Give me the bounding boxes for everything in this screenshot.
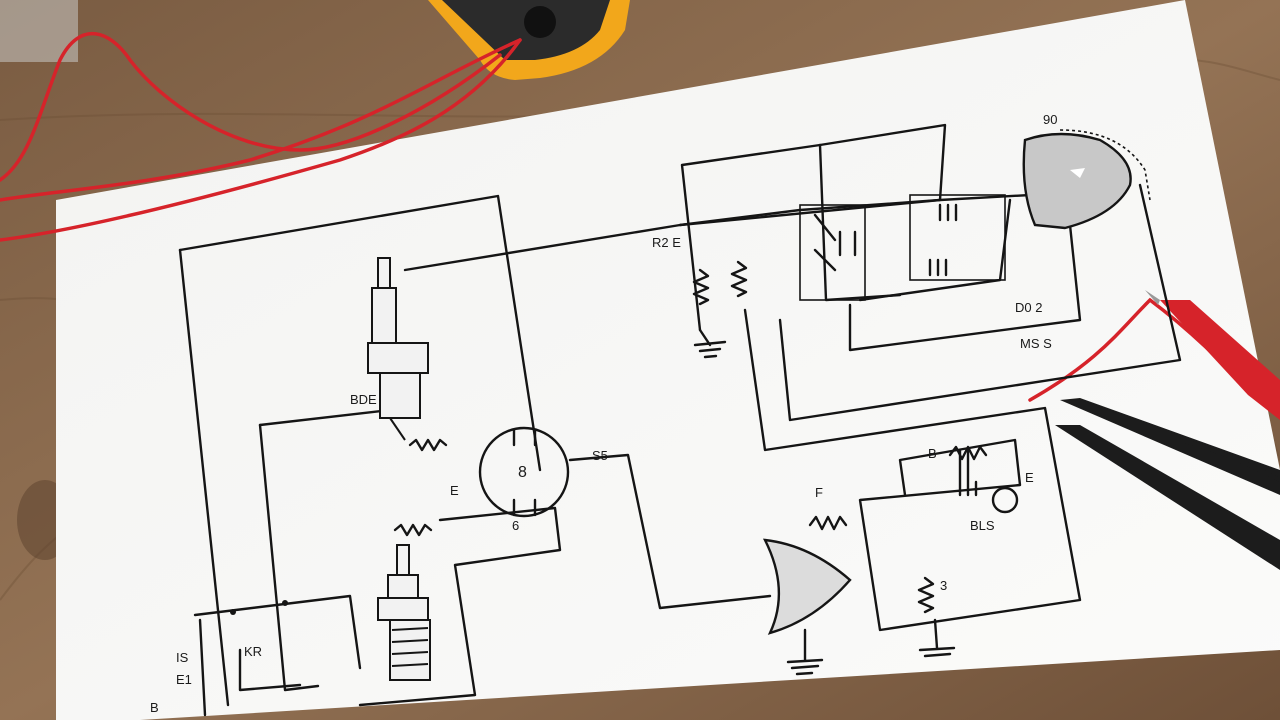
label-coil-right: S5 — [592, 448, 608, 463]
label-bottom-right-bls: BLS — [970, 518, 995, 533]
label-bottom-left-a: IS — [176, 650, 189, 665]
label-spark-plug-top: BDE — [350, 392, 377, 407]
label-relay: R2 E — [652, 235, 681, 250]
label-bottom-left-b: E1 — [176, 672, 192, 687]
paper-sheet — [56, 0, 1280, 720]
glass-object — [0, 0, 78, 62]
label-bottom-left-c: KR — [244, 644, 262, 659]
red-test-leads — [0, 31, 1272, 412]
distributor-cap — [1022, 132, 1132, 230]
label-bottom-left-d: B — [150, 700, 159, 715]
spark-plug-bottom — [377, 544, 431, 681]
label-coil-bottom: 6 — [512, 518, 519, 533]
amplifier-symbol — [762, 538, 852, 635]
red-probe — [1160, 300, 1280, 420]
spark-plug-top — [367, 257, 429, 441]
schematic-labels: 90 R2 E D0 2 MS S BDE 8 E S5 6 IS E1 KR … — [150, 112, 1057, 715]
multimeter — [428, 0, 630, 80]
label-bottom-right-b: B — [928, 446, 937, 461]
label-top-right-num: 90 — [1043, 112, 1057, 127]
label-bottom-right-3: 3 — [940, 578, 947, 593]
red-probe-tip — [1145, 290, 1160, 305]
label-coil-center: 8 — [518, 464, 527, 481]
label-bottom-right-e: E — [1025, 470, 1034, 485]
black-probes — [1055, 398, 1280, 570]
label-mid-right-b: MS S — [1020, 336, 1052, 351]
label-mid-right-a: D0 2 — [1015, 300, 1042, 315]
label-bottom-right-f: F — [815, 485, 823, 500]
label-coil-left: E — [450, 483, 459, 498]
circuit-schematic — [178, 123, 1182, 717]
